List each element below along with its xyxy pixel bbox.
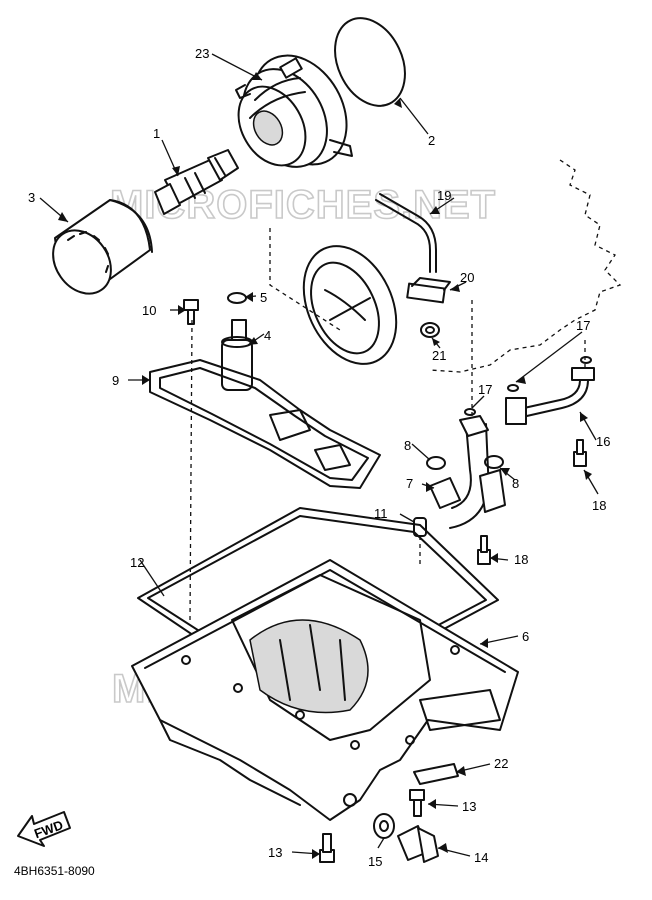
- o-ring-part-17-a: [464, 408, 476, 416]
- washer-part-21: [420, 322, 440, 338]
- callout-8-left: 8: [404, 438, 411, 453]
- damper-part-20-top: [411, 277, 451, 291]
- oil-cooler-part-23: [235, 54, 353, 168]
- bracket-part-22: [413, 763, 459, 785]
- callout-20: 20: [460, 270, 474, 285]
- callout-11: 11: [374, 506, 388, 521]
- o-ring-part-17-b: [507, 384, 519, 392]
- callout-19: 19: [437, 188, 451, 203]
- callout-10: 10: [142, 303, 156, 318]
- o-ring-part-8-a: [426, 456, 446, 470]
- bolt-part-10: [183, 299, 199, 325]
- oil-pipe-part-19: [375, 199, 431, 273]
- callout-23: 23: [195, 46, 209, 61]
- callout-16: 16: [596, 434, 610, 449]
- oil-pipe-part-19-outer: [379, 193, 437, 273]
- oil-pipe-part-7: [429, 415, 506, 529]
- callout-21: 21: [432, 348, 446, 363]
- plug-part-11: [413, 517, 427, 537]
- relief-valve-part-4: [221, 319, 253, 391]
- o-ring-part-2: [334, 17, 406, 107]
- callout-14: 14: [474, 850, 488, 865]
- oil-pan-part-6: [131, 559, 519, 821]
- callout-8-right: 8: [512, 476, 519, 491]
- oil-strainer: [302, 245, 398, 365]
- bolt-part-18-lower: [477, 535, 491, 565]
- callout-9: 9: [112, 373, 119, 388]
- callout-13-right: 13: [462, 799, 476, 814]
- washer-part-15: [373, 813, 395, 839]
- fwd-arrow: FWD: [17, 811, 71, 847]
- callout-7: 7: [406, 476, 413, 491]
- o-ring-part-5: [227, 292, 247, 304]
- union-bolt-part-1: [154, 149, 239, 215]
- fwd-label: FWD: [32, 817, 65, 841]
- engine-case-outline: [429, 159, 622, 373]
- callout-labels: 2 23 1 3 19 20 5 10 4 21 9 17 17 16 8 8 …: [28, 46, 610, 869]
- callout-4: 4: [264, 328, 271, 343]
- o-ring-part-8-b: [484, 455, 504, 469]
- gasket-part-9: [149, 359, 381, 489]
- callout-18-lower: 18: [514, 552, 528, 567]
- o-ring-part-17-c: [580, 356, 592, 364]
- callout-3: 3: [28, 190, 35, 205]
- callout-1: 1: [153, 126, 160, 141]
- callout-15: 15: [368, 854, 382, 869]
- callout-12: 12: [130, 555, 144, 570]
- callout-6: 6: [522, 629, 529, 644]
- callout-2: 2: [428, 133, 435, 148]
- drain-bolt-part-14: [397, 825, 439, 863]
- callout-13-bottom: 13: [268, 845, 282, 860]
- bolt-part-13-bottom: [319, 833, 335, 863]
- callout-22: 22: [494, 756, 508, 771]
- callout-17-center: 17: [478, 382, 492, 397]
- document-code: 4BH6351-8090: [14, 864, 95, 878]
- callout-5: 5: [260, 290, 267, 305]
- bolt-part-18-right: [573, 439, 587, 467]
- oil-filter-part-3: [52, 199, 153, 295]
- callout-18-right: 18: [592, 498, 606, 513]
- bolt-part-13-right: [409, 789, 425, 817]
- leader-lines: [39, 53, 599, 859]
- damper-part-20: [406, 282, 446, 304]
- callout-17-right: 17: [576, 318, 590, 333]
